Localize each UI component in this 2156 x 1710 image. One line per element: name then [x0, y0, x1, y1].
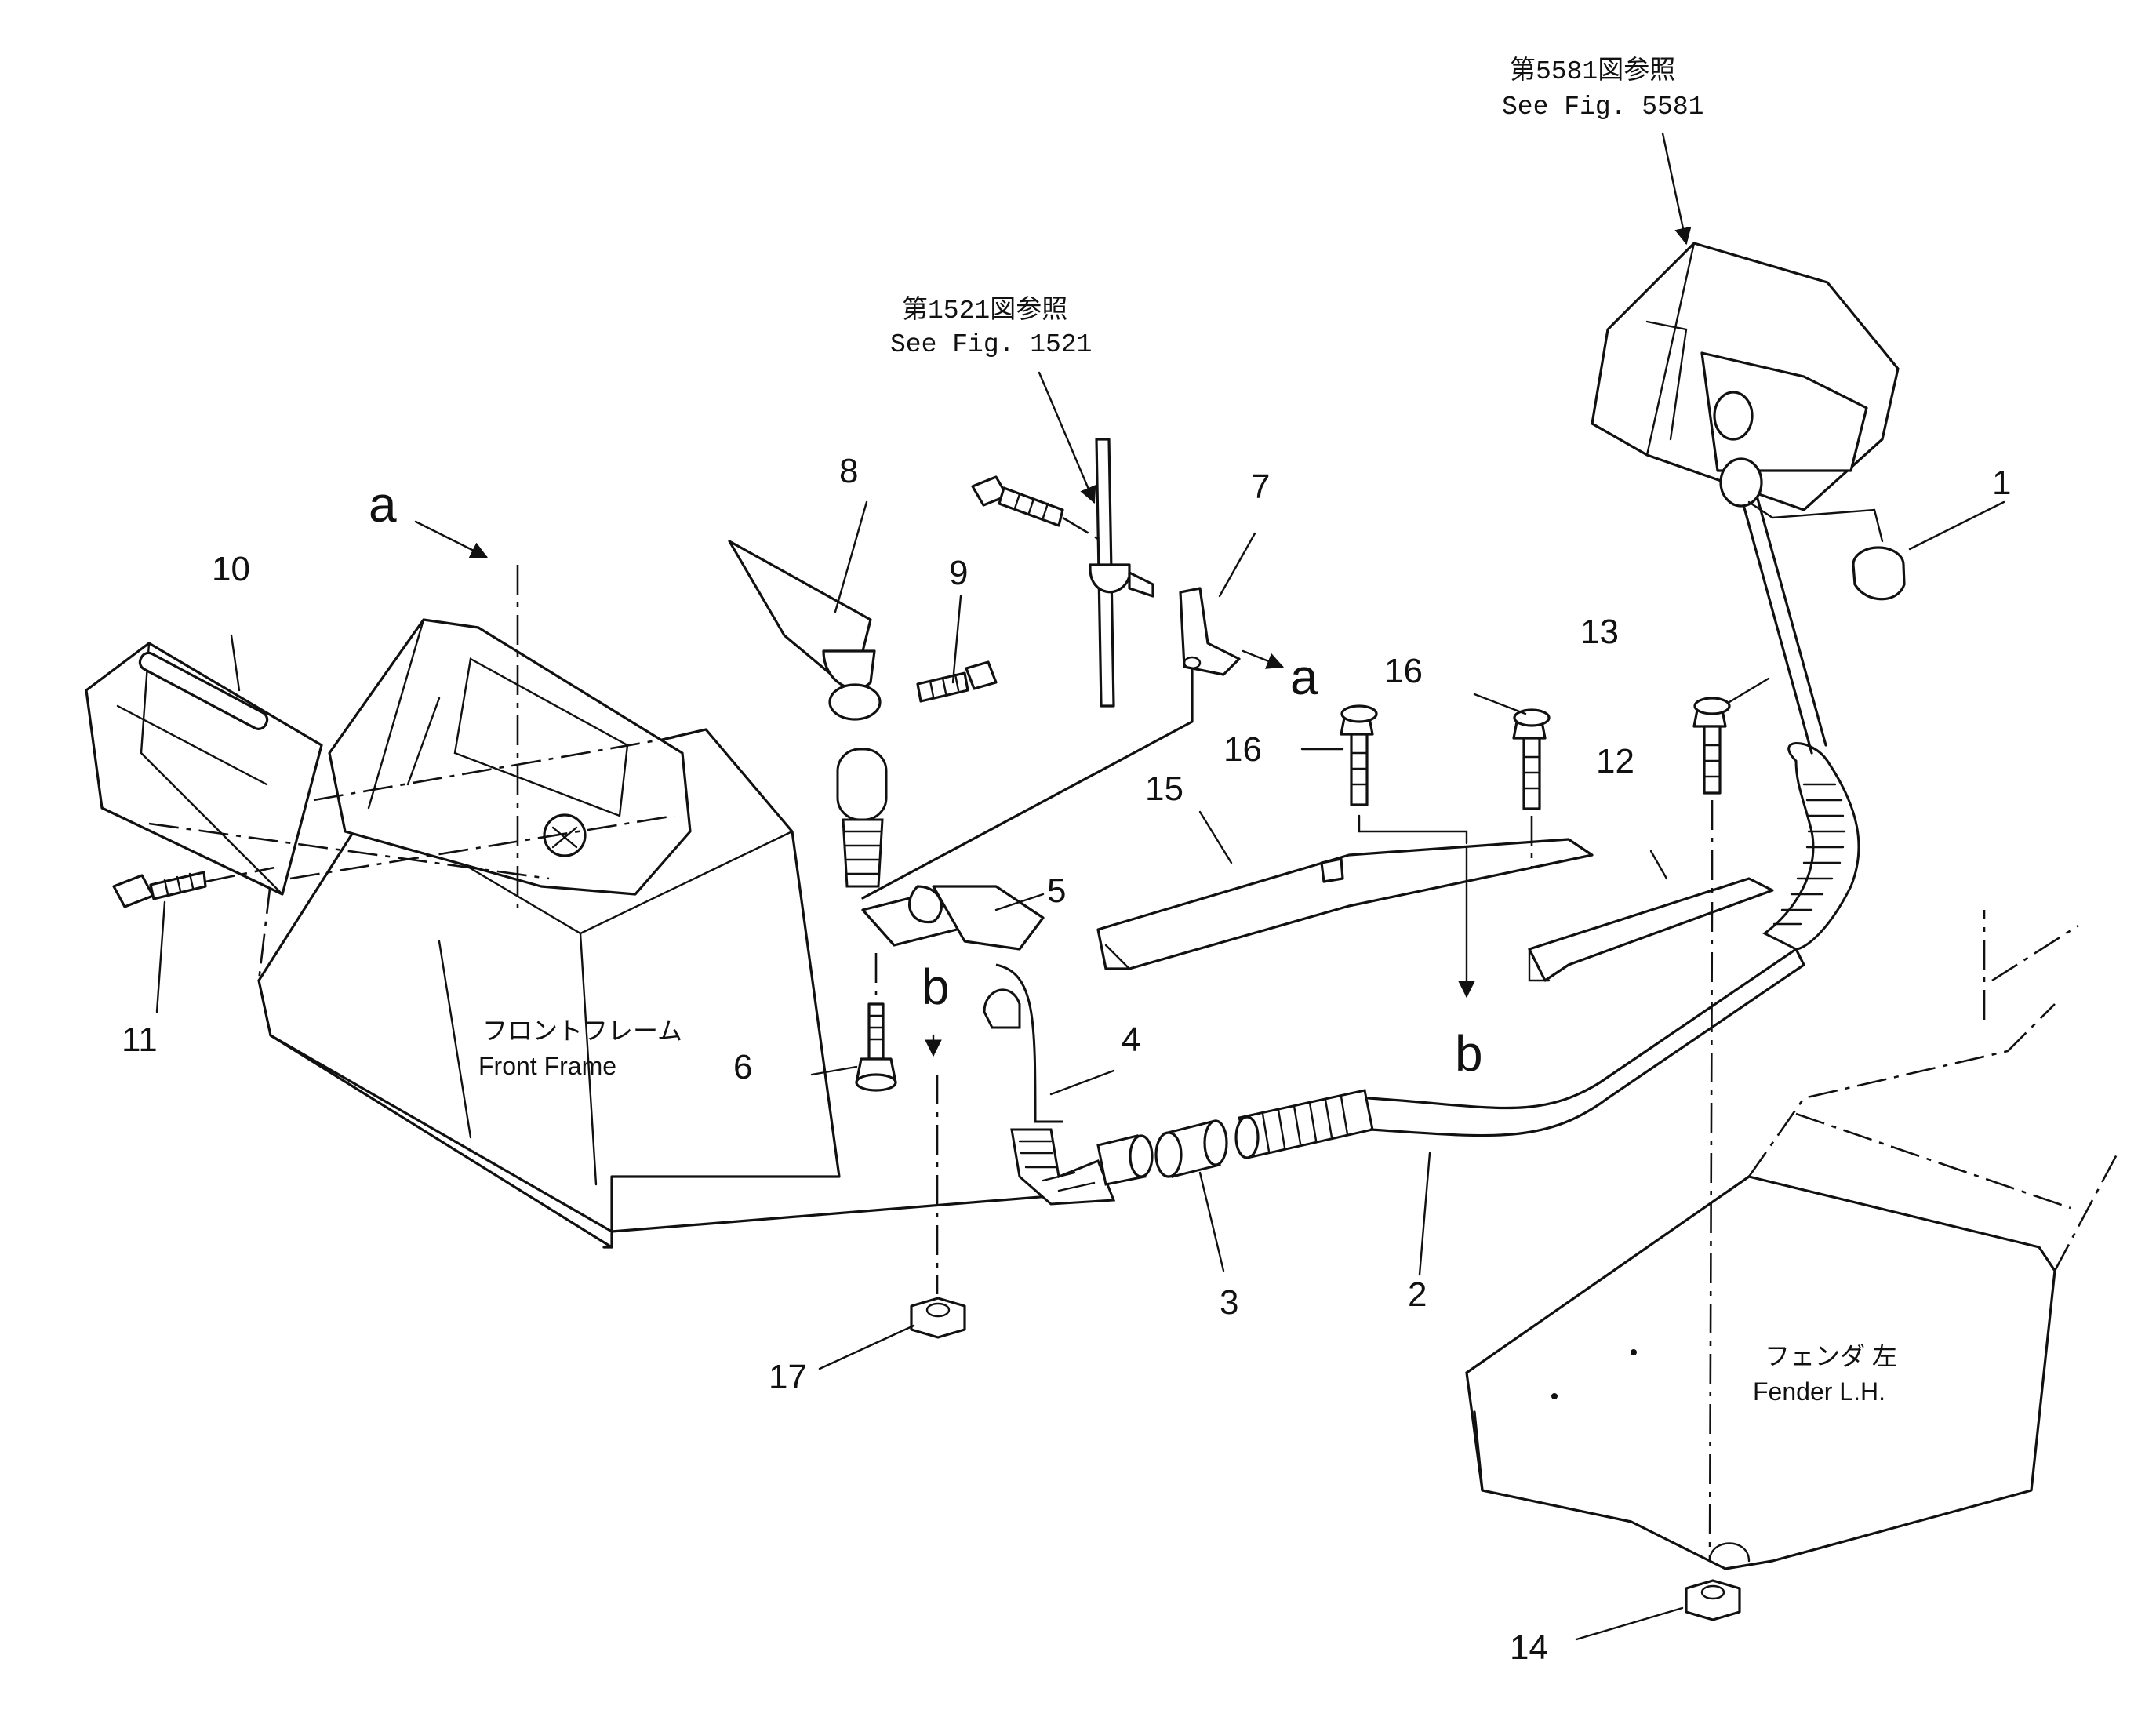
ref-fig-5581-jp: 第5581図参照	[1510, 56, 1675, 86]
callout-10: 10	[212, 550, 250, 588]
hose-4	[983, 963, 1154, 1206]
view-marker-a-left: a	[369, 476, 397, 533]
view-marker-b-right: b	[1455, 1025, 1483, 1082]
callout-3: 3	[1220, 1283, 1238, 1322]
ref-fig-5581-en: See Fig. 5581	[1502, 93, 1703, 122]
front-frame	[257, 728, 1100, 1249]
front-frame-label-en: Front Frame	[478, 1052, 616, 1080]
callout-5: 5	[1047, 871, 1066, 910]
nut-17	[910, 1075, 966, 1339]
fender-label-jp: フェンダ 左	[1765, 1342, 1897, 1370]
callout-6: 6	[733, 1048, 752, 1086]
callout-17: 17	[769, 1358, 807, 1396]
bolt-9	[916, 660, 998, 703]
bolt-6	[855, 953, 897, 1092]
bracket-7	[861, 587, 1241, 900]
blower-housing	[328, 565, 692, 910]
callout-16-left: 16	[1223, 730, 1262, 769]
bolt-16-left	[1340, 704, 1468, 845]
callout-9: 9	[949, 554, 968, 592]
hose-short	[836, 748, 888, 888]
leader-lines	[155, 132, 2005, 1641]
callout-2: 2	[1408, 1275, 1427, 1314]
callout-16-right: 16	[1384, 652, 1423, 690]
callout-14: 14	[1510, 1628, 1548, 1667]
callout-12: 12	[1596, 742, 1634, 780]
clamp-5	[861, 885, 1045, 951]
pipe-vertical	[1089, 438, 1154, 708]
ref-fig-1521-jp: 第1521図参照	[902, 295, 1067, 326]
bolt-13	[1692, 697, 1731, 1562]
nozzle-8	[728, 540, 882, 721]
coupling-3	[1154, 1119, 1228, 1178]
callout-4: 4	[1122, 1021, 1140, 1059]
bracket-15	[1096, 838, 1594, 970]
callout-7: 7	[1251, 468, 1270, 506]
bracket-12	[1528, 877, 1774, 982]
bolt-11	[112, 866, 275, 908]
callout-8: 8	[839, 452, 858, 490]
ref-fig-1521-en: See Fig. 1521	[890, 330, 1092, 359]
front-frame-label-jp: フロントフレーム	[482, 1017, 682, 1045]
hose-2	[1234, 948, 1805, 1159]
fender-lh	[1465, 910, 2119, 1570]
bolt-top	[971, 475, 1103, 543]
view-marker-b-left: b	[922, 959, 950, 1015]
callout-13: 13	[1580, 613, 1619, 651]
view-marker-a-right: a	[1290, 649, 1318, 705]
callout-15: 15	[1145, 770, 1183, 808]
duct-10	[85, 642, 675, 896]
nut-14	[1685, 1579, 1741, 1621]
heater-unit	[1591, 242, 1900, 543]
cap-1	[1852, 546, 1906, 601]
callout-11: 11	[122, 1021, 158, 1059]
callout-1: 1	[1992, 464, 2011, 502]
fender-label-en: Fender L.H.	[1753, 1377, 1885, 1406]
